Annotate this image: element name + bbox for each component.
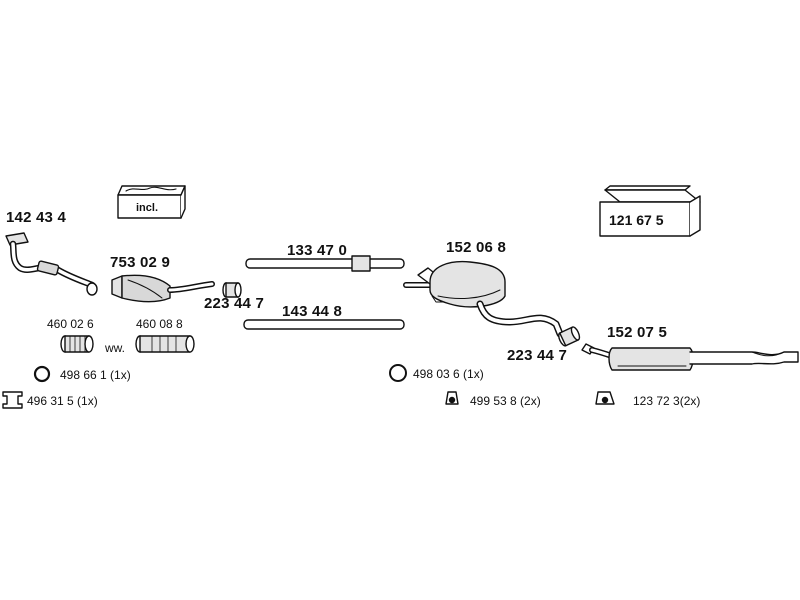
hanger-label: 499 53 8 (2x) [470,394,541,408]
rubber-ring-label: 498 03 6 (1x) [413,367,484,381]
gasket-label: 496 31 5 (1x) [27,394,98,408]
middle-silencer-part [403,260,564,338]
part-package-icon [599,185,701,237]
package-box-label: 121 67 5 [609,212,664,228]
connector-clamp-part-2 [558,326,581,347]
kit-box-label: incl. [136,202,159,214]
connector-label: 223 44 7 [204,295,264,312]
intermediate-pipe-label-2: 143 44 8 [282,303,342,320]
flex-pipe-label: 460 02 6 [47,317,94,331]
intermediate-pipe-part-2 [243,319,405,330]
front-pipe-label: 142 43 4 [6,209,66,226]
rear-mount-icon [595,391,615,405]
flex-pipe-label-2: 460 08 8 [136,317,183,331]
front-pipe-part [5,232,98,296]
gasket-icon [2,391,23,409]
parts-box-icon [117,185,186,219]
rubber-ring-icon [389,364,407,382]
rear-silencer-part [581,343,799,371]
intermediate-pipe-part [245,255,405,272]
rear-mount-label: 123 72 3(2x) [633,394,701,408]
hanger-icon [445,391,459,405]
sealing-ring-label: 498 66 1 (1x) [60,368,131,382]
sealing-ring-icon [33,365,51,383]
connector-clamp-part [222,282,242,298]
intermediate-pipe-label: 133 47 0 [287,242,347,259]
connector-label-2: 223 44 7 [507,347,567,364]
rear-silencer-label: 152 07 5 [607,324,667,341]
catalytic-converter-label: 753 02 9 [110,254,170,271]
flex-pipe-part-2 [135,335,195,353]
catalytic-converter-part [111,274,215,303]
flex-pipe-part [60,335,94,353]
flex-note-label: ww. [105,341,126,355]
middle-silencer-label: 152 06 8 [446,239,506,256]
